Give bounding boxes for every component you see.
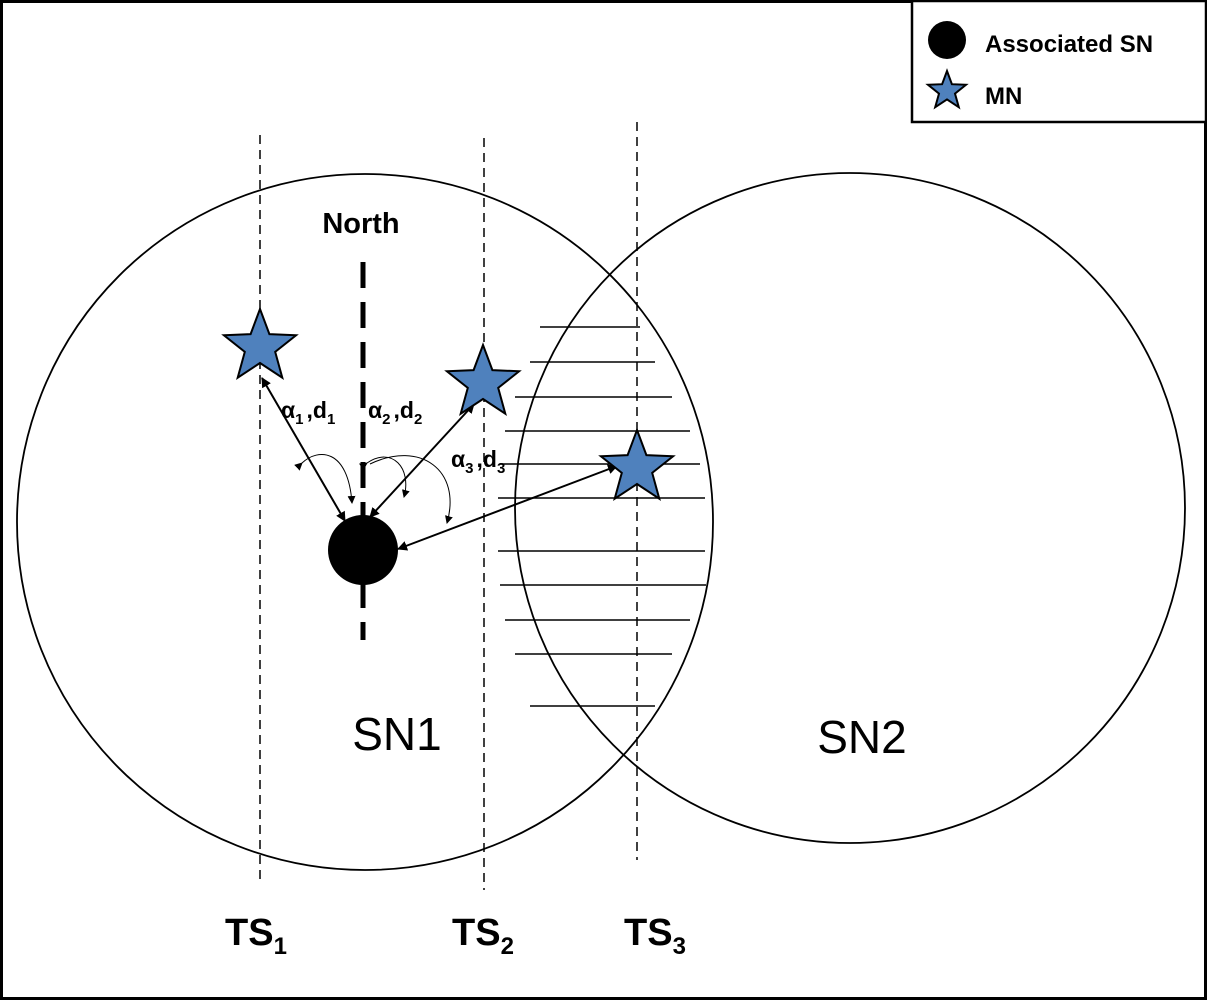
vector-3-arrow [397,464,618,551]
sn1-coverage-circle [16,173,714,871]
mn-star-1 [221,306,299,380]
overlap-hatch [498,326,706,707]
vector-1-label: α1,d1 [281,397,335,428]
sn2-label: SN2 [817,711,906,763]
ts1-label: TS1 [225,912,287,960]
vector-2-arrow [369,403,475,518]
sn1-label: SN1 [352,708,441,760]
legend-label-mn: MN [985,83,1022,110]
vector-1-arrow [261,377,346,522]
star-icon [925,68,969,110]
legend: Associated SN MN [910,0,1207,124]
legend-label-associated-sn: Associated SN [985,31,1153,58]
vector-2-label: α2,d2 [368,397,422,428]
mn-star-2 [444,342,522,416]
angle-arc-1 [294,454,356,504]
ts2-label: TS2 [452,912,514,960]
ts3-label: TS3 [624,912,686,960]
legend-box [910,0,1207,124]
associated-sn-node [328,515,398,585]
north-label: North [322,208,399,240]
angle-arc-3 [369,455,453,524]
angle-arc-2 [358,456,410,498]
mn-star-3 [598,427,676,501]
vector-3-label: α3,d3 [451,446,505,477]
filled-circle-icon [928,21,966,59]
